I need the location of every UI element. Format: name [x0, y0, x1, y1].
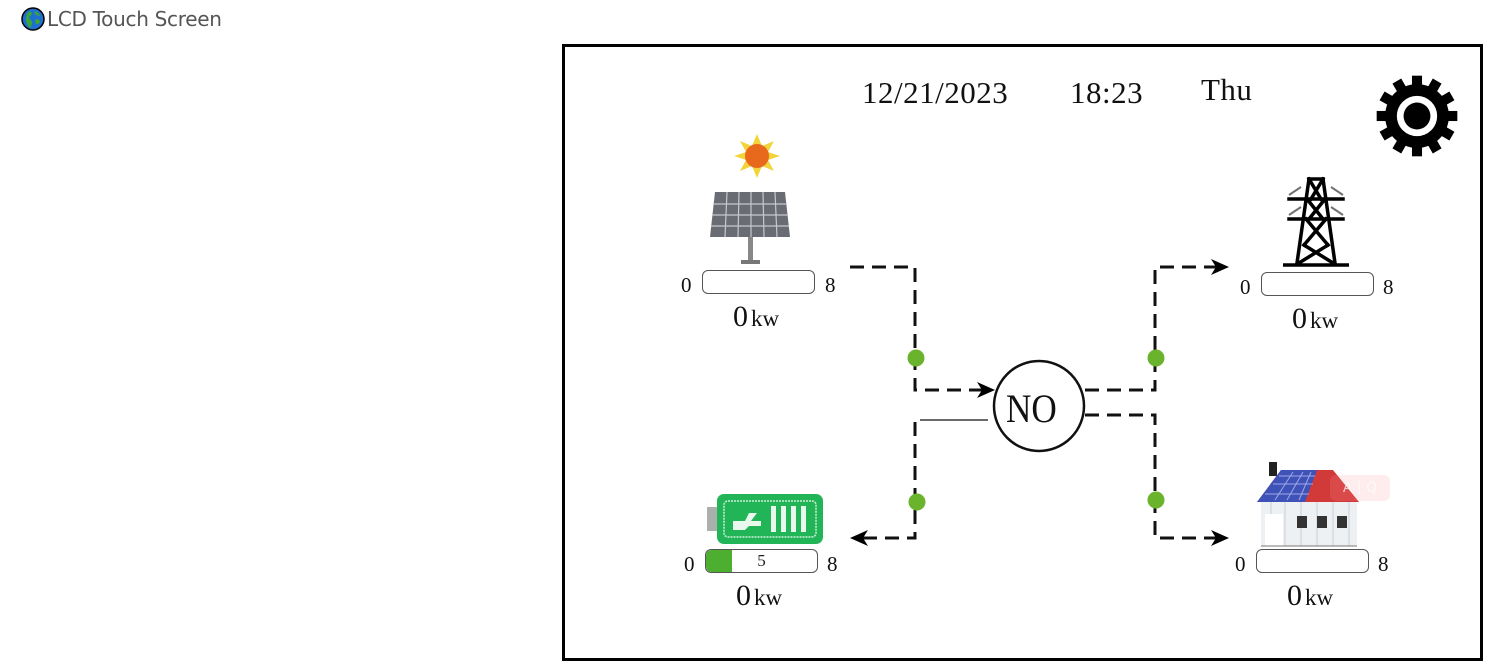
home-power-value: 0 — [1287, 579, 1302, 612]
battery-icon — [707, 494, 823, 544]
arrow-to-home — [1211, 530, 1229, 546]
browser-extension-widget[interactable]: A | Q — [1330, 475, 1390, 501]
arrow-solar-inverter — [977, 382, 995, 398]
globe-icon — [21, 7, 45, 31]
solar-power-unit: kw — [751, 306, 780, 331]
grid-bar-max: 8 — [1383, 275, 1394, 299]
home-power-bar — [1256, 549, 1369, 573]
flow-dot-grid — [1147, 349, 1165, 367]
solar-panel-icon — [710, 134, 790, 264]
power-tower-icon — [1283, 176, 1349, 267]
grid-power-unit: kw — [1310, 308, 1339, 333]
flow-dot-home — [1147, 491, 1165, 509]
solar-power-bar — [702, 270, 815, 294]
arrow-to-grid — [1211, 259, 1229, 275]
flow-dot-solar — [907, 349, 925, 367]
date-display: 12/21/2023 — [862, 75, 1009, 110]
battery-bar-min: 0 — [684, 552, 695, 576]
inverter-circle — [992, 359, 1086, 453]
flow-line-battery — [855, 422, 917, 540]
flow-line-solar — [850, 265, 985, 392]
weekday-display: Thu — [1201, 72, 1253, 107]
solar-bar-min: 0 — [681, 273, 692, 297]
time-display: 18:23 — [1070, 75, 1144, 110]
energy-flow-diagram: NO — [850, 259, 1229, 546]
solar-bar-max: 8 — [825, 273, 836, 297]
battery-power-bar: 5 — [705, 549, 818, 573]
flow-dot-battery — [908, 493, 926, 511]
flow-line-home — [1085, 413, 1220, 540]
page-title: LCD Touch Screen — [21, 7, 222, 31]
battery-power-value: 0 — [736, 579, 751, 612]
lcd-screen-panel: NO 12/21/2023 18:23 Thu — [562, 44, 1483, 661]
grid-power-value: 0 — [1292, 302, 1307, 335]
home-power-unit: kw — [1305, 585, 1334, 610]
gear-icon[interactable] — [1375, 74, 1459, 158]
grid-bar-min: 0 — [1240, 275, 1251, 299]
flow-line-grid — [1085, 265, 1220, 392]
home-bar-max: 8 — [1378, 552, 1389, 576]
solar-power-value: 0 — [733, 300, 748, 333]
battery-power-unit: kw — [754, 585, 783, 610]
battery-bar-label: 5 — [757, 551, 766, 570]
inverter-status-label: NO — [1006, 387, 1057, 432]
grid-power-bar — [1261, 272, 1374, 296]
arrow-to-battery — [850, 530, 868, 546]
battery-bar-max: 8 — [827, 552, 838, 576]
battery-bar-fill — [706, 550, 732, 572]
home-bar-min: 0 — [1235, 552, 1246, 576]
page-title-text: LCD Touch Screen — [47, 7, 222, 31]
house-icon — [1257, 462, 1359, 547]
